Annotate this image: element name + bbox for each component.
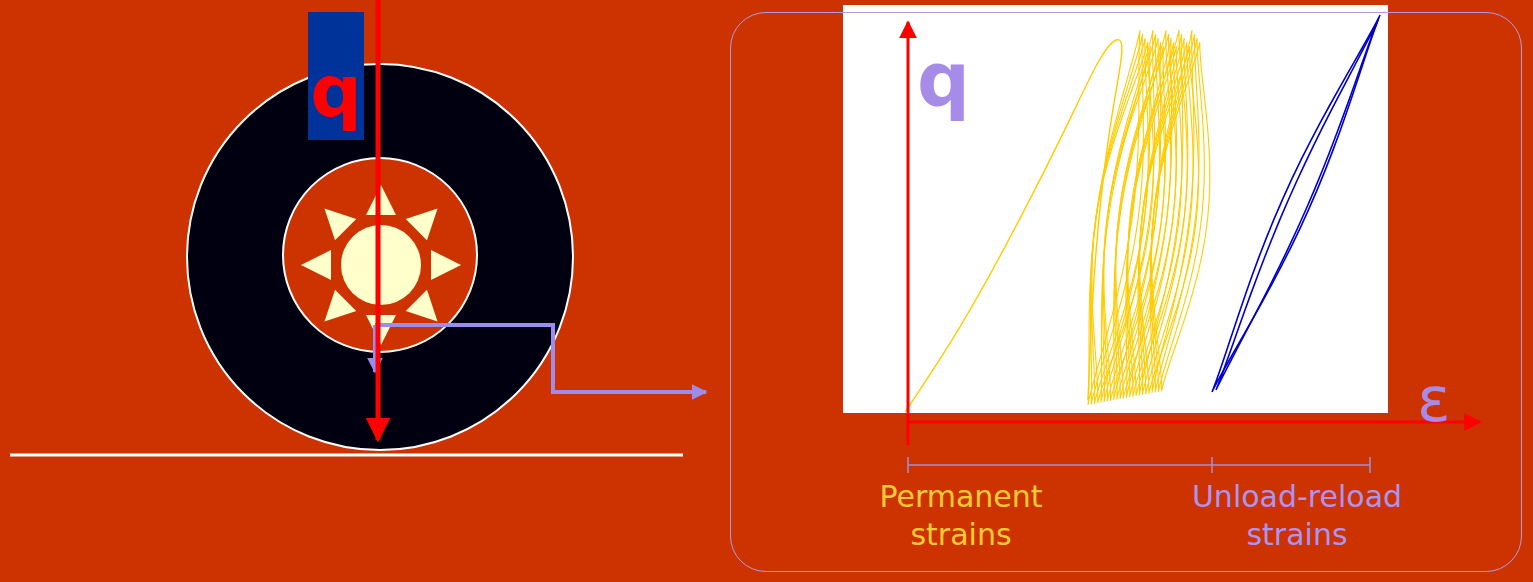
permanent-strain-loop [1090, 34, 1143, 404]
permanent-strain-loop [1151, 34, 1199, 392]
unload-reload-loop [1212, 15, 1380, 392]
range-tick [907, 457, 909, 473]
unload-reload-loop [1216, 20, 1378, 390]
range-label: Permanent strains [851, 478, 1071, 553]
range-bracket [908, 464, 1370, 466]
sun-ray [366, 315, 396, 345]
range-label: Unload-reload strains [1161, 478, 1433, 553]
range-tick [1369, 457, 1371, 473]
permanent-strain-loop [1140, 46, 1199, 394]
sun-ray [406, 208, 438, 240]
sun-ray [324, 290, 356, 322]
load-symbol: q [308, 46, 364, 136]
permanent-strain-loop [1152, 42, 1210, 391]
sun-ray [301, 250, 331, 280]
range-tick [1211, 457, 1213, 473]
axis-label: q [917, 33, 1007, 126]
load-label-box: q [308, 12, 364, 140]
permanent-strain-loop [1139, 38, 1188, 395]
sun-ray [324, 208, 356, 240]
sun-ray [406, 290, 438, 322]
load-arrow [376, 0, 381, 440]
sun-ray [431, 250, 461, 280]
permanent-strain-loop [1116, 34, 1176, 398]
permanent-strain-loop [1127, 46, 1182, 397]
x-axis [908, 421, 1480, 424]
axis-label: ε [1417, 361, 1487, 439]
permanent-strain-loop [1139, 42, 1193, 394]
sun-symbol [301, 185, 461, 345]
sun-ray [366, 185, 396, 215]
y-axis [907, 22, 910, 445]
ground-line [10, 454, 683, 457]
leader-line [375, 325, 706, 392]
plot-area [843, 5, 1388, 413]
sun-disc [341, 225, 421, 305]
hysteresis-curves [905, 15, 1380, 412]
plot-panel: q εPermanent strains Unload-reload strains [730, 12, 1522, 572]
